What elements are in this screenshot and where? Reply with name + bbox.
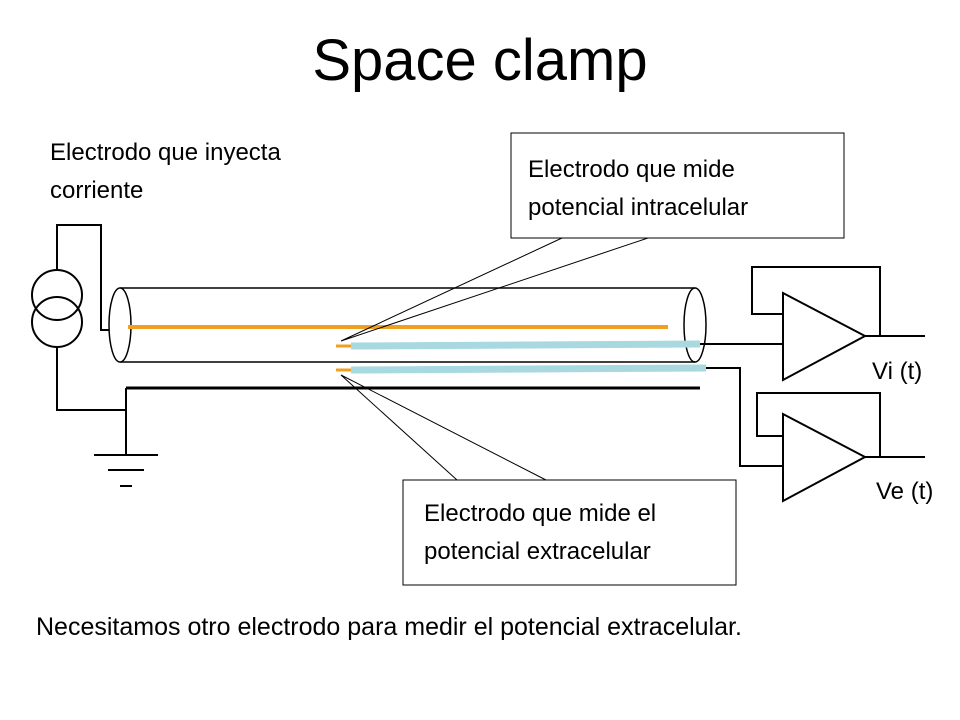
extracellular-callout-pointer [340,374,547,481]
ve-amplifier-icon [706,367,925,503]
current-source-icon [31,269,83,348]
intracellular-electrode-wire [350,340,701,350]
extracellular-callout-line1: Electrodo que mide el [424,500,657,527]
vi-amplifier-icon [700,266,925,382]
axon-cylinder [108,287,707,363]
vi-output-label: Vi (t) [872,358,923,385]
intracellular-callout-box [510,132,845,239]
extracellular-electrode-wire [350,364,707,374]
current-electrode-label-line1: Electrodo que inyecta [50,139,281,166]
ve-output-label: Ve (t) [876,478,934,505]
current-electrode-label-line2: corriente [50,177,144,204]
page-title: Space clamp [312,28,648,93]
intracellular-callout-pointer [340,237,649,342]
intracellular-callout-line1: Electrodo que mide [528,156,735,183]
extracellular-callout-line2: potencial extracelular [424,538,651,565]
footnote: Necesitamos otro electrodo para medir el… [36,613,742,641]
ground-icon [94,388,158,487]
source-bottom-wire [56,347,126,411]
extracellular-callout-box [402,479,737,586]
intracellular-callout-line2: potencial intracelular [528,194,749,221]
